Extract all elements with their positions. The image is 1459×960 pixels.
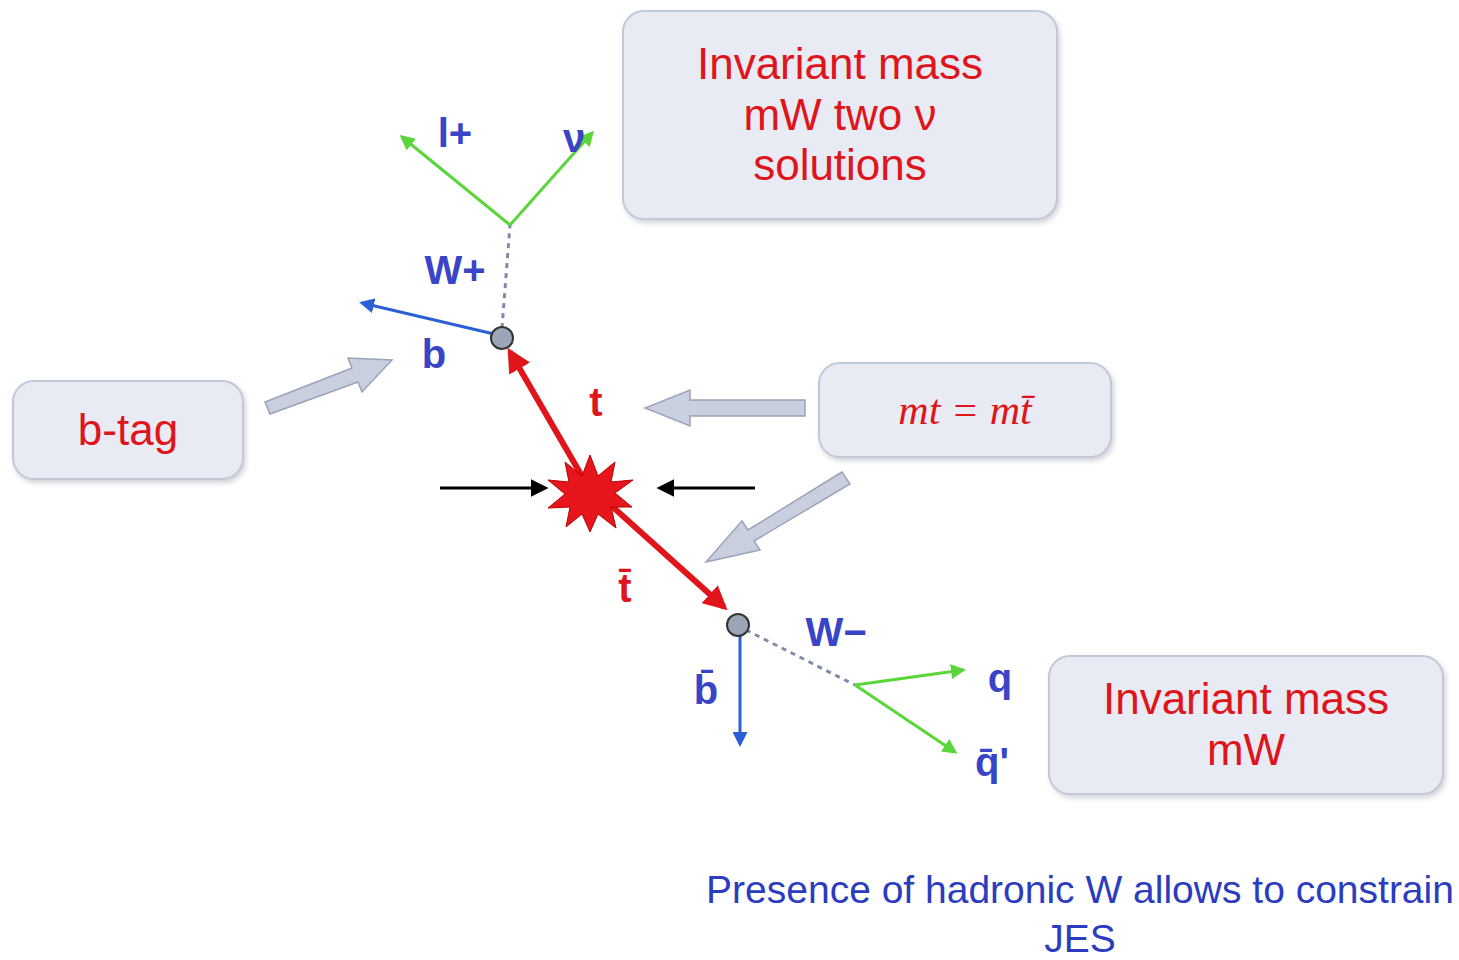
caption: Presence of hadronic W allows to constra… [700, 866, 1459, 960]
particle-label: W− [805, 612, 866, 652]
top-arrow [510, 352, 590, 490]
particle-label: ν [563, 118, 585, 158]
callout-arrow [265, 358, 392, 414]
beam-arrow [660, 487, 755, 490]
decay-vertex [491, 327, 513, 349]
callout-text: Invariant mass mW [1083, 674, 1409, 775]
callout-arrow [645, 390, 805, 426]
particle-label: b [422, 334, 446, 374]
particle-label: b̄ [694, 670, 718, 710]
w-boson-line [502, 225, 510, 328]
particle-label: t [589, 382, 602, 422]
particle-label: t̄ [618, 568, 631, 608]
callout-box: b-tag [12, 380, 244, 480]
callout-box: Invariant mass mW two ν solutions [622, 10, 1058, 220]
b-quark-arrow [362, 303, 494, 334]
collision-star [548, 455, 633, 532]
decay-vertex [727, 614, 749, 636]
antitop-arrow [605, 500, 724, 607]
callout-text: Invariant mass mW two ν solutions [657, 39, 1023, 191]
particle-label: q [988, 658, 1012, 698]
beam-arrow [440, 487, 545, 490]
particle-label: q̄' [975, 742, 1009, 782]
callout-text: mt = mt̄ [898, 386, 1031, 434]
particle-label: W+ [424, 250, 485, 290]
anti-b-quark-arrow [739, 636, 742, 744]
particle-label: l+ [438, 113, 472, 153]
quark-arrow [855, 670, 963, 685]
callout-box: mt = mt̄ [818, 362, 1112, 458]
callout-arrow [706, 472, 850, 562]
callout-text: b-tag [78, 405, 178, 456]
callout-box: Invariant mass mW [1048, 655, 1444, 795]
antiquark-arrow [855, 685, 955, 752]
